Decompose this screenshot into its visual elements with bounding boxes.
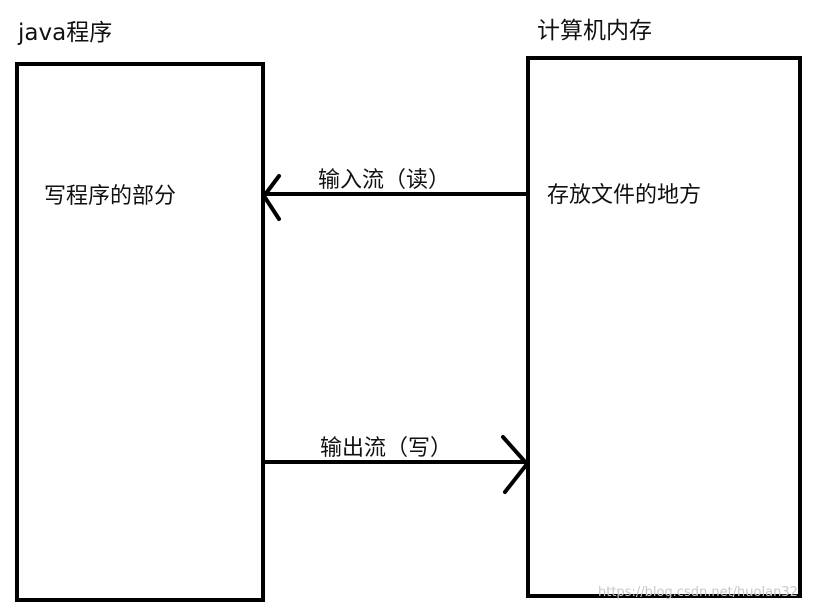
java-program-box [15, 62, 265, 602]
computer-memory-title: 计算机内存 [537, 18, 652, 44]
computer-memory-box [526, 56, 802, 598]
computer-memory-content: 存放文件的地方 [547, 183, 702, 208]
watermark-text: https://blog.csdn.net/huolan32 [598, 585, 798, 600]
output-stream-arrow [264, 435, 529, 494]
input-stream-arrow [262, 174, 528, 221]
input-stream-label: 输入流（读） [318, 168, 451, 193]
java-program-content: 写程序的部分 [44, 184, 177, 209]
output-stream-label: 输出流（写） [320, 436, 453, 461]
java-program-title: java程序 [18, 20, 113, 46]
